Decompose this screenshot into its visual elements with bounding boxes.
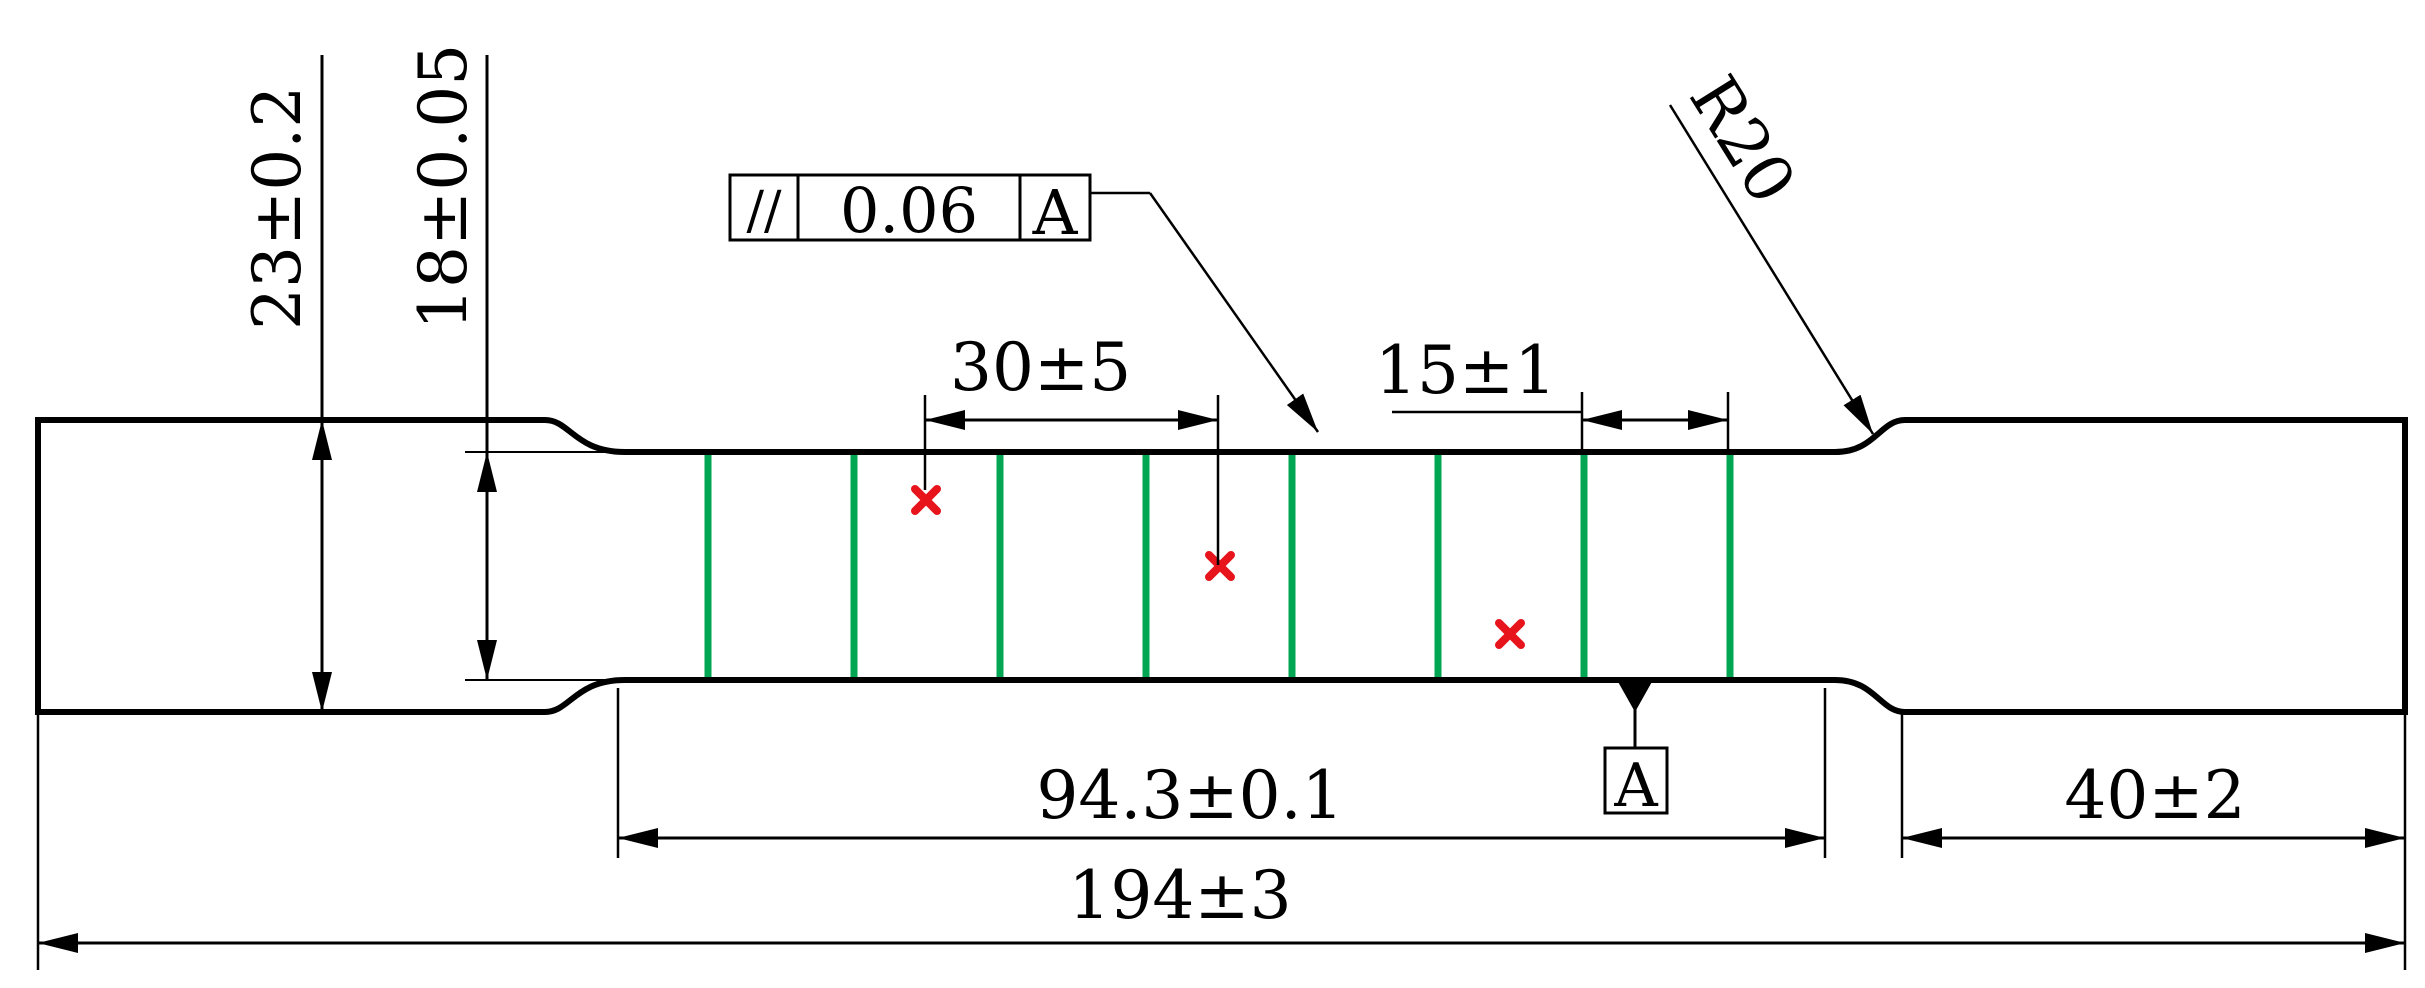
gauge-width-label: 18±0.05 (405, 44, 482, 330)
grip-length-dimension: 40±2 (1900, 712, 2405, 858)
spacing-30-dimension: 30±5 (923, 329, 1220, 565)
spacing-15-label: 15±1 (1375, 332, 1556, 409)
total-length-dimension: 194±3 (36, 712, 2407, 970)
parallel-length-label: 94.3±0.1 (1036, 757, 1343, 834)
parallel-length-dimension: 94.3±0.1 (616, 688, 1827, 858)
tolerance-symbol: // (746, 181, 782, 241)
tolerance-datum: A (1032, 176, 1079, 249)
marker-cross (911, 485, 941, 515)
datum-feature: A (1603, 680, 1669, 821)
spacing-30-label: 30±5 (950, 329, 1131, 406)
marker-cross (1495, 619, 1525, 649)
grip-width-dimension: 23±0.2 (239, 55, 332, 712)
gauge-width-dimension: 18±0.05 (405, 44, 625, 681)
markers (911, 485, 1525, 649)
total-length-label: 194±3 (1068, 857, 1291, 934)
measurement-lines (704, 455, 1734, 677)
fillet-radius-callout: R20 (1668, 63, 1875, 435)
grip-length-label: 40±2 (2064, 757, 2245, 834)
tolerance-frame: // 0.06 A (728, 173, 1320, 433)
fillet-radius-label: R20 (1674, 63, 1810, 217)
tolerance-value: 0.06 (840, 174, 978, 247)
marker-cross (1205, 551, 1235, 581)
datum-label: A (1613, 751, 1658, 821)
spacing-15-dimension: 15±1 (1375, 332, 1730, 452)
grip-width-label: 23±0.2 (239, 86, 316, 330)
